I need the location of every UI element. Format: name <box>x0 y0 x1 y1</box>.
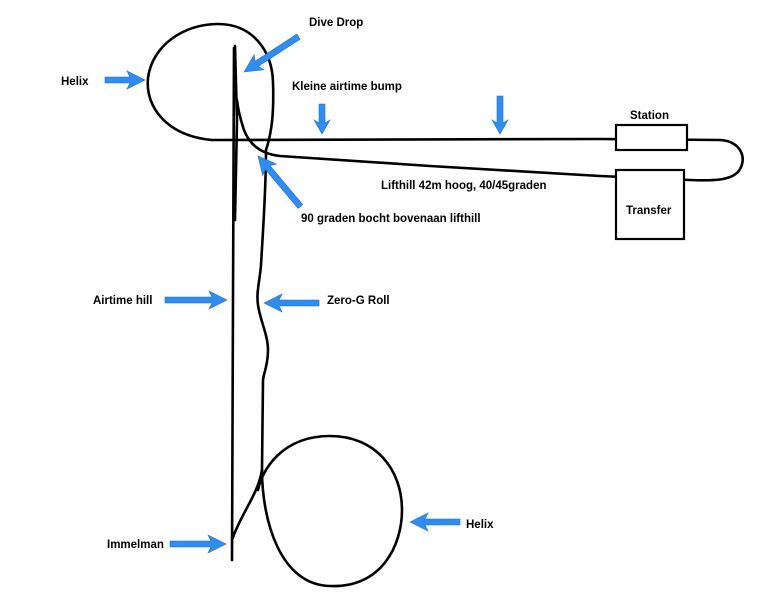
helix-top-loop <box>146 22 275 152</box>
airtime-hill-arrow <box>164 290 228 310</box>
label-airtime-bump: Kleine airtime bump <box>292 81 402 93</box>
immelman-arrow <box>169 534 227 554</box>
label-immelman: Immelman <box>107 539 164 551</box>
airtime-hill-line <box>230 46 236 562</box>
helix-bottom-arrow <box>409 512 461 532</box>
zero-g-roll-line <box>256 148 270 472</box>
label-turn-90: 90 graden bocht bovenaan lifthill <box>301 213 481 225</box>
labels: Dive Drop Helix Kleine airtime bump Stat… <box>61 17 672 551</box>
label-helix-top: Helix <box>61 76 89 88</box>
label-zero-g-roll: Zero-G Roll <box>327 295 390 307</box>
transfer-box <box>614 168 686 241</box>
dive-drop-arrow <box>243 33 301 73</box>
label-transfer: Transfer <box>626 205 672 217</box>
label-station: Station <box>630 110 669 122</box>
track <box>146 22 744 588</box>
airtime-bump-arrow-1 <box>313 103 331 135</box>
annotation-arrows <box>104 33 509 554</box>
label-helix-bottom: Helix <box>466 519 494 531</box>
label-lifthill: Lifthill 42m hoog, 40/45graden <box>381 180 547 192</box>
lifthill-line <box>235 98 602 178</box>
helix-top-arrow <box>104 70 146 90</box>
immelman-curve <box>230 468 264 542</box>
helix-bottom-loop <box>256 434 404 588</box>
airtime-bump-arrow-2 <box>491 95 509 135</box>
station-turnaround <box>598 138 744 182</box>
dive-drop-line <box>233 44 239 222</box>
turn-90-arrow <box>257 155 304 209</box>
station-box <box>614 123 689 152</box>
zero-g-roll-arrow <box>263 293 320 313</box>
label-airtime-hill: Airtime hill <box>93 295 152 307</box>
label-dive-drop: Dive Drop <box>309 17 363 29</box>
